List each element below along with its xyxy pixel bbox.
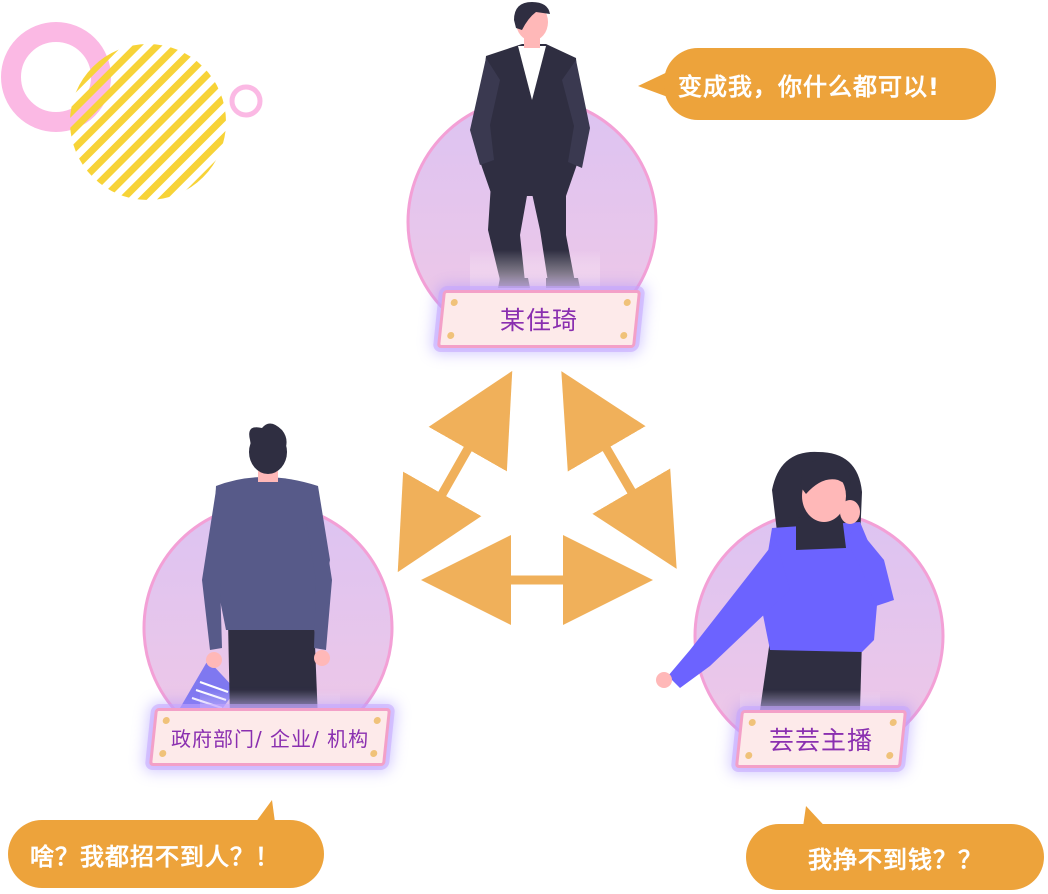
- rivet: [748, 719, 757, 726]
- decorative-shapes: [1, 22, 263, 200]
- arrow-top-right: [561, 371, 677, 569]
- rivet: [623, 299, 632, 306]
- striped-circle: [70, 44, 226, 200]
- top-role-label: 某佳琦: [436, 290, 642, 348]
- arrow-top-left: [397, 370, 513, 573]
- rivet: [373, 717, 382, 724]
- rivet: [744, 752, 753, 759]
- rivet: [889, 719, 898, 726]
- top-role-label-text: 某佳琦: [499, 306, 578, 335]
- right-role-label-text: 芸芸主播: [768, 726, 873, 755]
- left-speech-bubble: 啥？我都招不到人？！: [8, 820, 324, 888]
- right-speech-text: 我挣不到钱？？: [808, 845, 983, 874]
- rivet: [885, 752, 894, 759]
- rivet: [446, 332, 455, 339]
- left-speech-text: 啥？我都招不到人？！: [30, 842, 280, 871]
- right-role-label: 芸芸主播: [734, 710, 908, 768]
- rivet: [162, 717, 171, 724]
- right-speech-bubble: 我挣不到钱？？: [746, 824, 1044, 890]
- man-back-figure: [180, 423, 340, 720]
- rivet: [369, 750, 378, 757]
- top-speech-text: 变成我，你什么都可以!: [678, 72, 940, 101]
- small-pink-ring: [229, 84, 263, 118]
- rivet: [158, 750, 167, 757]
- left-role-label-text: 政府部门/ 企业/ 机构: [170, 726, 370, 751]
- rivet: [450, 299, 459, 306]
- left-role-label: 政府部门/ 企业/ 机构: [148, 708, 392, 766]
- rivet: [619, 332, 628, 339]
- man-in-suit-figure: [470, 2, 600, 290]
- relation-arrows: [397, 370, 677, 625]
- top-speech-bubble: 变成我，你什么都可以!: [664, 48, 996, 120]
- woman-figure: [656, 451, 894, 720]
